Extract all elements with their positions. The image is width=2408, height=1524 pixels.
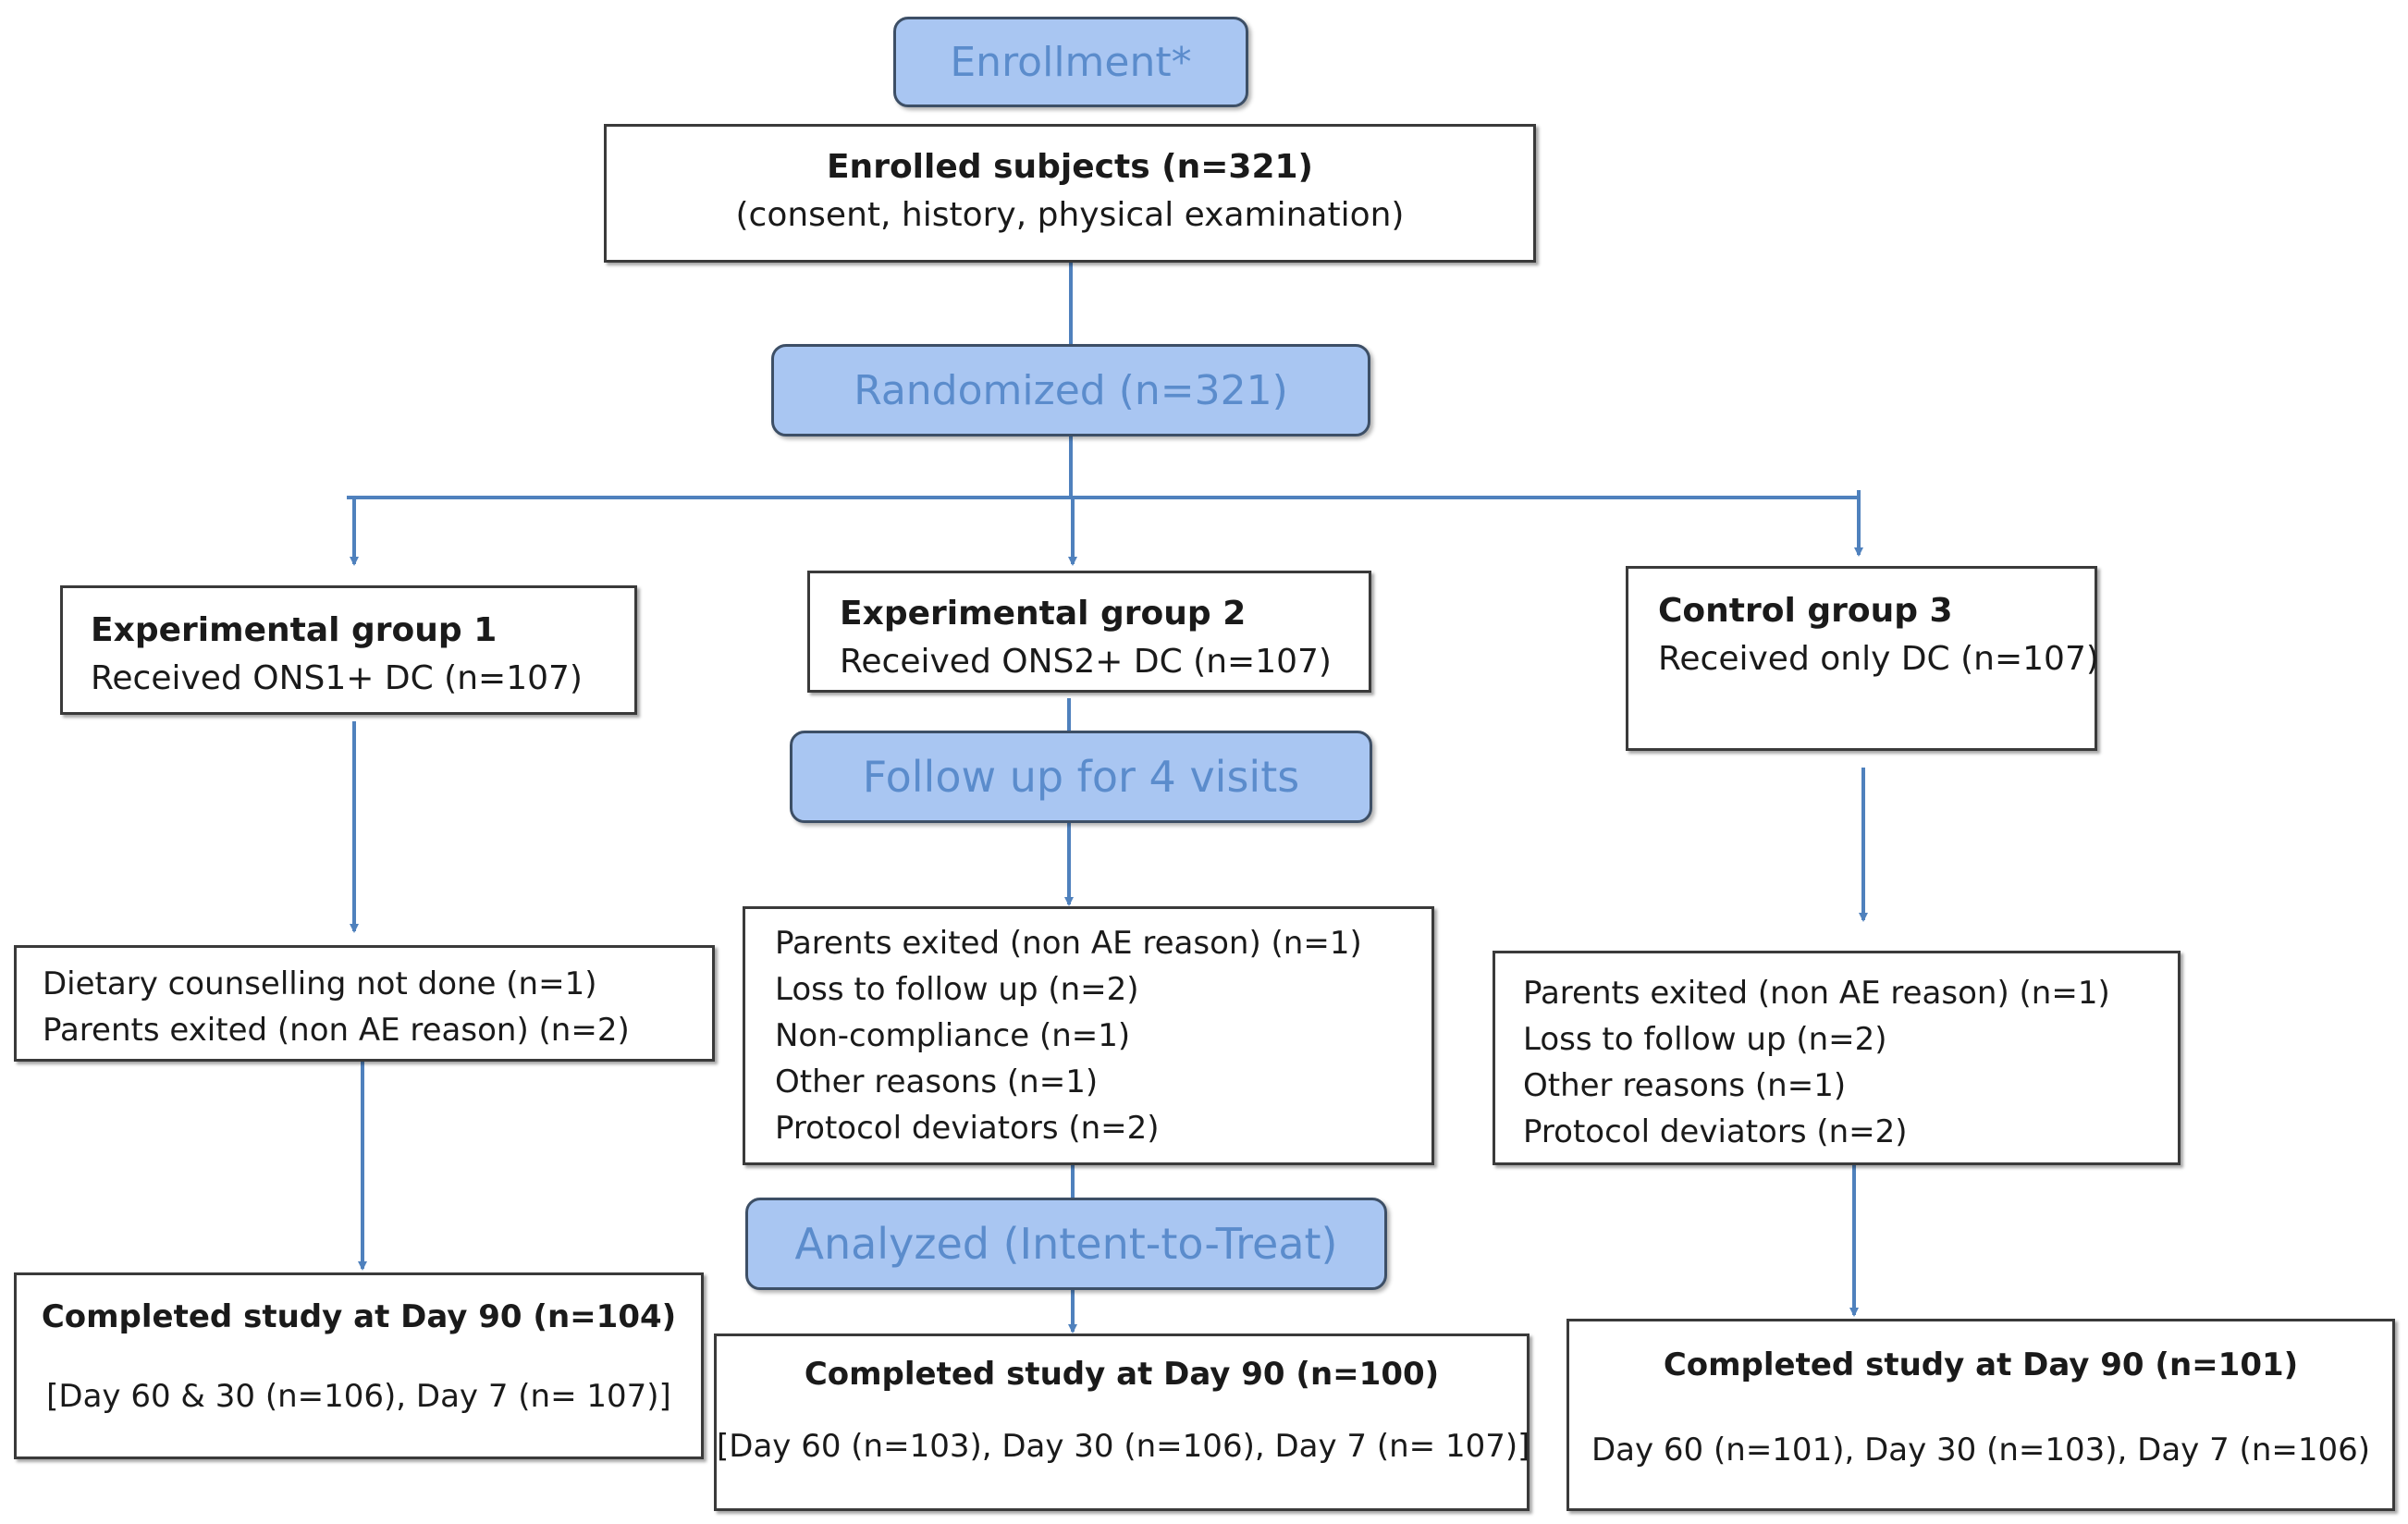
- stage-follow-up: Follow up for 4 visits: [790, 731, 1372, 823]
- exclusion-item: Non-compliance (n=1): [775, 1017, 1131, 1054]
- completed-group-2-detail: [Day 60 (n=103), Day 30 (n=106), Day 7 (…: [717, 1428, 1530, 1465]
- group-1-detail: Received ONS1+ DC (n=107): [91, 659, 583, 697]
- exclusions-group-2-box: Parents exited (non AE reason) (n=1) Los…: [743, 906, 1434, 1165]
- stage-analyzed-label: Analyzed (Intent-to-Treat): [794, 1219, 1338, 1269]
- group-1-box: Experimental group 1 Received ONS1+ DC (…: [60, 585, 637, 715]
- stage-analyzed: Analyzed (Intent-to-Treat): [745, 1198, 1387, 1290]
- stage-randomized: Randomized (n=321): [771, 344, 1370, 436]
- exclusion-item: Protocol deviators (n=2): [775, 1110, 1160, 1147]
- exclusions-group-1-box: Dietary counselling not done (n=1) Paren…: [14, 945, 715, 1062]
- completed-group-3-detail: Day 60 (n=101), Day 30 (n=103), Day 7 (n…: [1591, 1432, 2371, 1469]
- completed-group-1-title: Completed study at Day 90 (n=104): [41, 1298, 677, 1335]
- completed-group-1-detail: [Day 60 & 30 (n=106), Day 7 (n= 107)]: [46, 1378, 671, 1415]
- exclusion-item: Loss to follow up (n=2): [775, 971, 1139, 1008]
- completed-group-3-title: Completed study at Day 90 (n=101): [1663, 1346, 2299, 1383]
- completed-group-3-box: Completed study at Day 90 (n=101) Day 60…: [1566, 1319, 2395, 1511]
- enrolled-subjects-title: Enrolled subjects (n=321): [826, 148, 1314, 186]
- exclusion-item: Loss to follow up (n=2): [1523, 1021, 1887, 1058]
- group-2-box: Experimental group 2 Received ONS2+ DC (…: [807, 571, 1371, 693]
- group-2-title: Experimental group 2: [840, 595, 1247, 633]
- exclusions-group-3-box: Parents exited (non AE reason) (n=1) Los…: [1493, 951, 2181, 1165]
- exclusion-item: Parents exited (non AE reason) (n=2): [43, 1012, 630, 1049]
- group-3-detail: Received only DC (n=107): [1658, 640, 2099, 678]
- exclusion-item: Other reasons (n=1): [775, 1063, 1099, 1100]
- exclusion-item: Parents exited (non AE reason) (n=1): [775, 925, 1362, 962]
- exclusion-item: Dietary counselling not done (n=1): [43, 965, 597, 1002]
- exclusion-item: Other reasons (n=1): [1523, 1067, 1847, 1104]
- group-3-box: Control group 3 Received only DC (n=107): [1626, 566, 2099, 751]
- group-2-detail: Received ONS2+ DC (n=107): [840, 643, 1332, 681]
- group-3-title: Control group 3: [1658, 592, 1953, 630]
- exclusion-item: Protocol deviators (n=2): [1523, 1113, 1908, 1150]
- group-1-title: Experimental group 1: [91, 611, 498, 649]
- stage-follow-up-label: Follow up for 4 visits: [862, 752, 1300, 802]
- stage-randomized-label: Randomized (n=321): [854, 366, 1288, 414]
- completed-group-2-box: Completed study at Day 90 (n=100) [Day 6…: [714, 1334, 1530, 1511]
- completed-group-1-box: Completed study at Day 90 (n=104) [Day 6…: [14, 1272, 704, 1459]
- enrolled-subjects-box: Enrolled subjects (n=321) (consent, hist…: [604, 124, 1536, 263]
- exclusion-item: Parents exited (non AE reason) (n=1): [1523, 975, 2110, 1012]
- enrolled-subjects-detail: (consent, history, physical examination): [735, 196, 1405, 234]
- completed-group-2-title: Completed study at Day 90 (n=100): [804, 1356, 1440, 1393]
- stage-enrollment-label: Enrollment*: [950, 38, 1192, 86]
- stage-enrollment: Enrollment*: [893, 17, 1248, 107]
